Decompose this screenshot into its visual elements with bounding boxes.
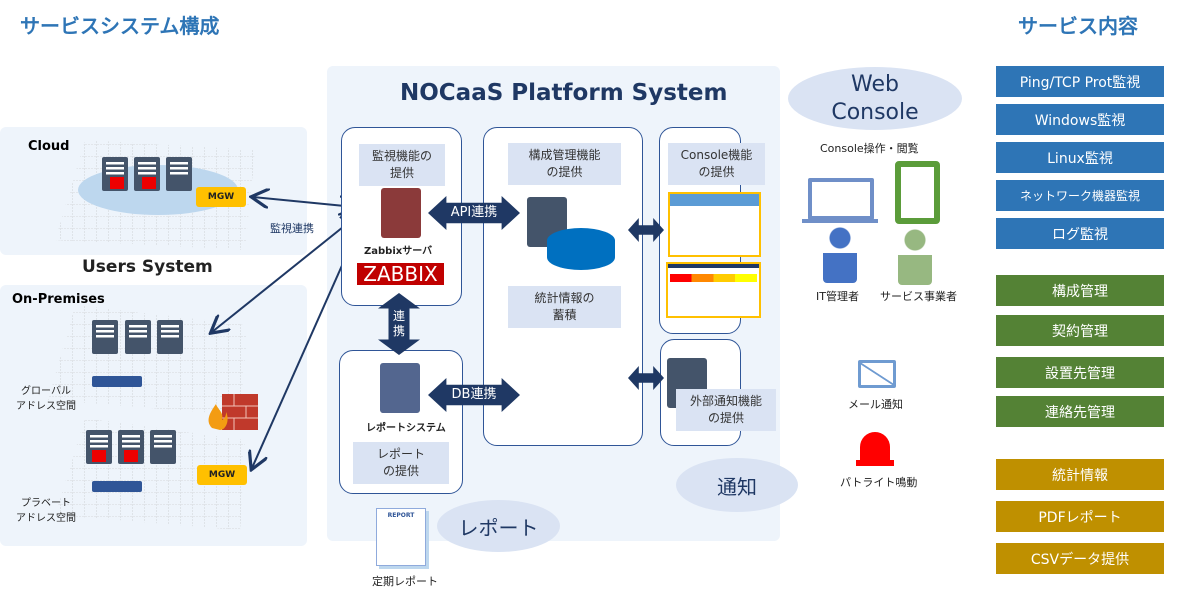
service-network: ネットワーク機器監視 [996, 180, 1164, 211]
it-admin-icon [823, 225, 857, 283]
web-console-bubble: Web Console [788, 67, 962, 130]
notice-bubble: 通知 [676, 458, 798, 512]
config-label: 構成管理機能 の提供 [508, 143, 621, 185]
patlite-base [856, 460, 894, 466]
patlite-icon [860, 432, 890, 460]
database-icon [547, 228, 615, 270]
tablet-icon [895, 161, 940, 224]
service-stats: 統計情報 [996, 459, 1164, 490]
console-label: Console機能 の提供 [668, 143, 765, 185]
laptop-base [802, 219, 878, 223]
provider-label: サービス事業者 [880, 290, 957, 303]
users-system-title: Users System [82, 257, 213, 277]
global-address-label: グローバル アドレス空間 [16, 386, 76, 412]
report-server-icon [380, 363, 420, 413]
service-windows: Windows監視 [996, 104, 1164, 135]
console-dashboard-screenshot [666, 262, 761, 318]
console-login-screenshot [668, 192, 761, 257]
mail-notify-label: メール通知 [848, 398, 903, 411]
service-config: 構成管理 [996, 275, 1164, 306]
services-title: サービス内容 [1018, 14, 1138, 38]
zabbix-logo: ZABBIX [357, 263, 444, 285]
onprem-label: On-Premises [12, 292, 105, 307]
monitor-label: 監視機能の 提供 [359, 144, 445, 186]
stats-label: 統計情報の 蓄積 [508, 286, 621, 328]
it-admin-label: IT管理者 [816, 290, 859, 303]
zabbix-server-label: Zabbixサーバ [364, 246, 433, 257]
periodic-report-label: 定期レポート [372, 575, 438, 588]
mail-icon [858, 360, 896, 388]
provider-icon [898, 227, 932, 285]
notify-label: 外部通知機能 の提供 [676, 389, 776, 431]
platform-title: NOCaaS Platform System [400, 80, 728, 106]
firewall-icon [208, 394, 258, 430]
service-pdf: PDFレポート [996, 501, 1164, 532]
patlite-label: パトライト鳴動 [840, 476, 918, 489]
report-bubble: レポート [437, 500, 560, 552]
system-title: サービスシステム構成 [20, 14, 220, 38]
service-log: ログ監視 [996, 218, 1164, 249]
laptop-icon [808, 178, 874, 220]
report-document-icon: REPORT [376, 508, 426, 566]
service-site: 設置先管理 [996, 357, 1164, 388]
console-caption: Console操作・閲覧 [820, 142, 919, 155]
onprem-mgw-badge: MGW [197, 465, 247, 485]
service-contract: 契約管理 [996, 315, 1164, 346]
zabbix-server-icon [381, 188, 421, 238]
report-label: レポート の提供 [353, 442, 449, 484]
cloud-label: Cloud [28, 139, 70, 154]
service-contact: 連絡先管理 [996, 396, 1164, 427]
private-address-label: プラベート アドレス空間 [16, 498, 76, 524]
service-csv: CSVデータ提供 [996, 543, 1164, 574]
service-ping-tcp: Ping/TCP Prot監視 [996, 66, 1164, 97]
service-linux: Linux監視 [996, 142, 1164, 173]
report-server-label: レポートシステム [366, 423, 446, 434]
monitor-link-label: 監視連携 [270, 222, 314, 235]
cloud-mgw-badge: MGW [196, 187, 246, 207]
